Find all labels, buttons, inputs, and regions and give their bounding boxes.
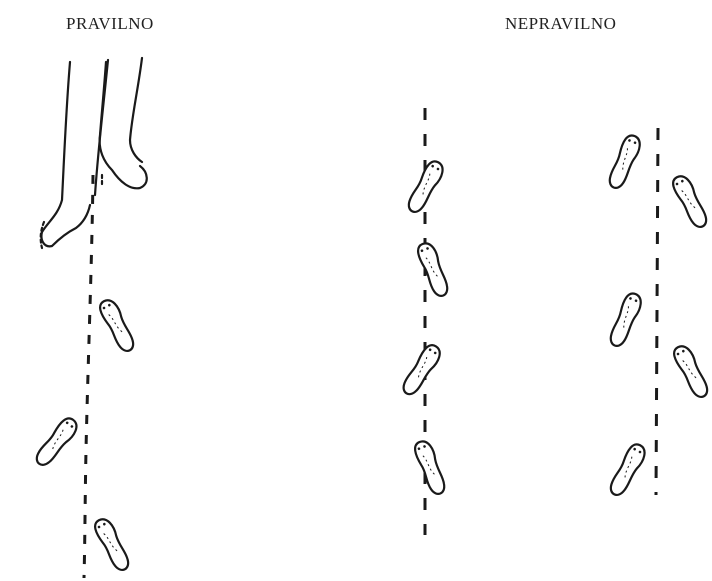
footprint-icon bbox=[607, 291, 644, 349]
footprint-icon bbox=[606, 133, 643, 191]
footprint-icon bbox=[97, 297, 138, 354]
footprint-icon bbox=[412, 439, 449, 497]
footprint-icon bbox=[400, 342, 444, 398]
footprint-icon bbox=[33, 415, 81, 469]
footprint-icon bbox=[670, 173, 711, 230]
footprint-icon bbox=[607, 442, 648, 499]
footprint-icon bbox=[92, 516, 133, 573]
incorrect-walk bbox=[400, 108, 712, 535]
footprint-icon bbox=[415, 241, 452, 299]
correct-walk bbox=[33, 58, 147, 578]
footprint-icon bbox=[671, 343, 712, 400]
footprint-icon bbox=[405, 159, 446, 216]
